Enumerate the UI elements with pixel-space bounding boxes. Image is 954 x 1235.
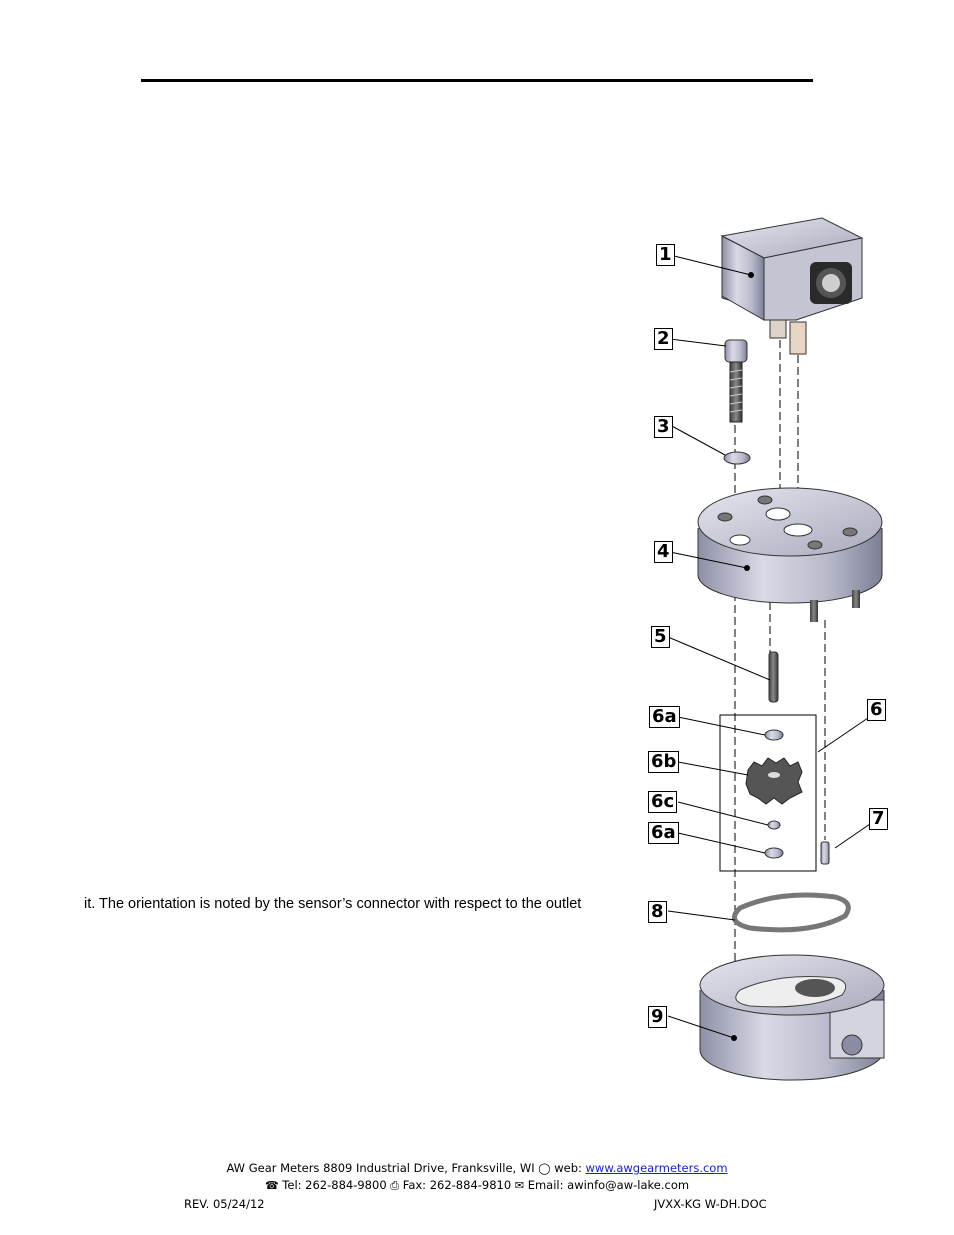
globe-icon: ◯: [538, 1162, 551, 1175]
revision-date: REV. 05/24/12: [184, 1197, 265, 1211]
part-6a-bearing-top: [764, 729, 784, 741]
part-1-sensor-housing: [720, 217, 864, 355]
exploded-view-diagram: [667, 217, 885, 1081]
telephone: Tel: 262-884-9800: [282, 1178, 387, 1192]
part-5-pin: [768, 651, 779, 703]
callout-label: 1: [656, 244, 675, 266]
callout-label: 7: [869, 808, 888, 830]
callout-label: 8: [648, 901, 667, 923]
part-6c-spacer: [767, 820, 781, 830]
callout-label: 9: [648, 1006, 667, 1028]
callout-label: 6: [867, 699, 886, 721]
web-label: web:: [554, 1161, 582, 1175]
part-4-cover: [697, 487, 883, 622]
footer-contact-line: ☎ Tel: 262-884-9800 ⎙ Fax: 262-884-9810 …: [0, 1178, 954, 1193]
part-2-screw: [724, 339, 748, 423]
phone-icon: ☎: [264, 1179, 279, 1192]
fax-icon: ⎙: [390, 1179, 400, 1192]
header-rule: [141, 79, 813, 82]
callout-label: 6a: [648, 822, 679, 844]
part-6-kit-box: [719, 714, 817, 872]
callout-label: 4: [654, 541, 673, 563]
callout-label: 6a: [649, 706, 680, 728]
company-address: AW Gear Meters 8809 Industrial Drive, Fr…: [226, 1161, 535, 1175]
part-3-washer: [723, 451, 751, 465]
alignment-lines: [734, 340, 826, 1000]
envelope-icon: ✉: [514, 1179, 525, 1192]
callout-label: 6c: [648, 791, 678, 813]
callout-label: 6b: [648, 751, 680, 773]
document-id: JVXX-KG W-DH.DOC: [654, 1197, 767, 1211]
part-8-oring: [731, 892, 851, 933]
part-6b-gear: [745, 757, 803, 805]
callout-label: 2: [654, 328, 673, 350]
part-6a-bearing-bottom: [764, 847, 784, 859]
email: Email: awinfo@aw-lake.com: [527, 1178, 690, 1192]
body-text-fragment: it. The orientation is noted by the sens…: [84, 896, 582, 912]
website-link[interactable]: www.awgearmeters.com: [585, 1161, 728, 1175]
part-7-dowel: [820, 841, 830, 865]
part-9-meter-body: [699, 954, 885, 1081]
callout-label: 5: [651, 626, 670, 648]
leader-lines: [667, 254, 871, 1039]
fax-number: Fax: 262-884-9810: [402, 1178, 512, 1192]
callout-label: 3: [654, 416, 673, 438]
footer-address-line: AW Gear Meters 8809 Industrial Drive, Fr…: [0, 1161, 954, 1175]
